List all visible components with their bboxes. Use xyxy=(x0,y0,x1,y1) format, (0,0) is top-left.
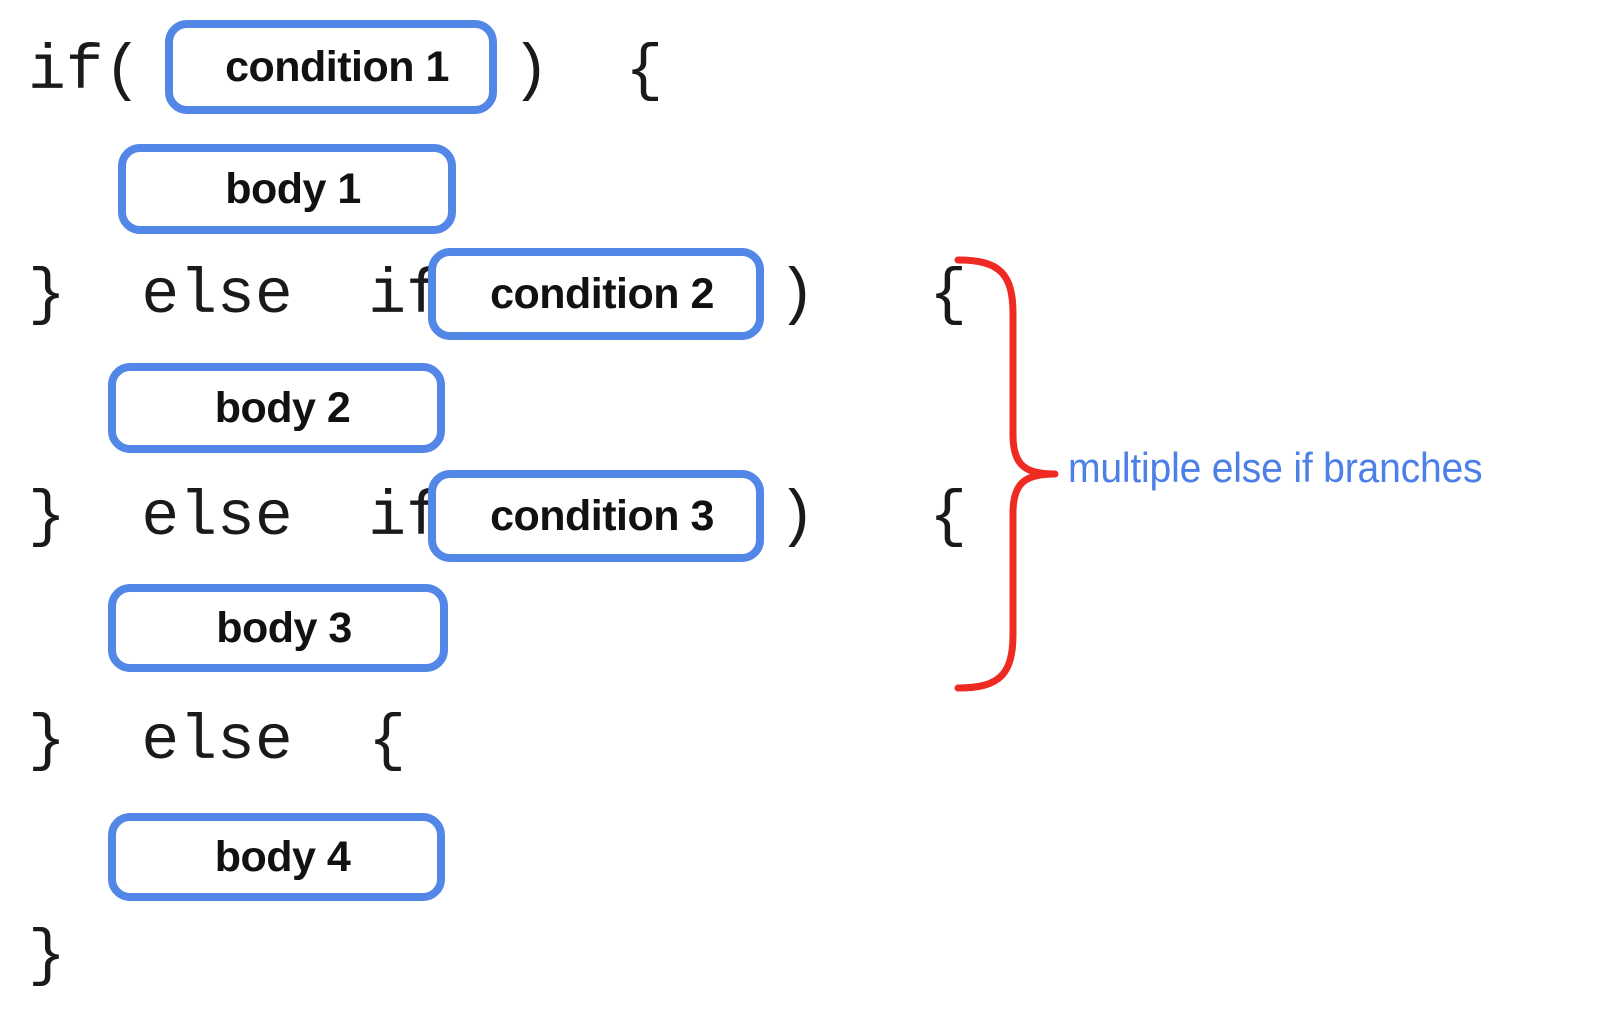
code-else-if-2-close: ) { xyxy=(778,482,968,553)
condition-2-label: condition 2 xyxy=(490,269,714,318)
condition-1-label: condition 1 xyxy=(225,42,449,91)
code-else-open: } else { xyxy=(28,706,407,777)
condition-3-label: condition 3 xyxy=(490,491,714,540)
code-block-end: } xyxy=(28,921,66,992)
code-if-close: ) { xyxy=(512,36,664,107)
else-if-brace-icon xyxy=(954,256,1059,692)
body-2-box[interactable]: body 2 xyxy=(108,363,445,453)
body-1-box[interactable]: body 1 xyxy=(118,144,456,234)
condition-3-box[interactable]: condition 3 xyxy=(428,470,764,562)
body-3-box[interactable]: body 3 xyxy=(108,584,448,672)
body-3-label: body 3 xyxy=(216,603,352,652)
code-if-open: if( xyxy=(28,36,142,107)
body-4-box[interactable]: body 4 xyxy=(108,813,445,901)
annotation-label: multiple else if branches xyxy=(1068,444,1483,491)
code-else-if-2-open: } else if( xyxy=(28,482,482,553)
body-4-label: body 4 xyxy=(214,832,351,881)
body-2-label: body 2 xyxy=(214,383,351,432)
body-1-label: body 1 xyxy=(225,164,361,213)
code-else-if-1-open: } else if( xyxy=(28,260,482,331)
condition-2-box[interactable]: condition 2 xyxy=(428,248,764,340)
condition-1-box[interactable]: condition 1 xyxy=(165,20,497,114)
code-else-if-1-close: ) { xyxy=(778,260,968,331)
